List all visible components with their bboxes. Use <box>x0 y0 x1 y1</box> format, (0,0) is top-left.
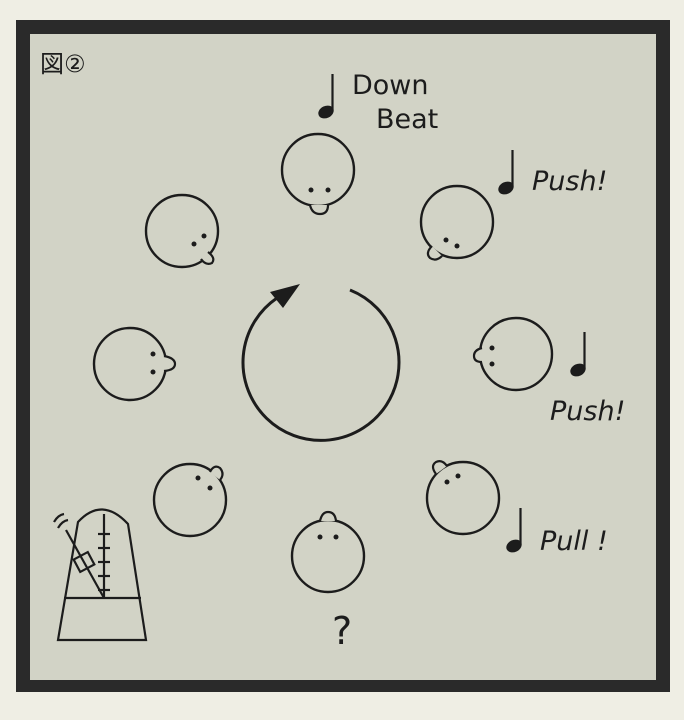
head-right <box>472 316 554 392</box>
head-upper-right <box>419 184 495 261</box>
head-bottom <box>290 510 366 594</box>
label-push-1: Push! <box>532 166 607 197</box>
head-left <box>92 326 177 402</box>
label-push-2: Push! <box>550 396 625 427</box>
label-question: ? <box>332 609 352 653</box>
head-upper-left <box>144 193 220 269</box>
rotation-arrow-icon <box>241 284 401 442</box>
label-pull: Pull ! <box>540 526 608 557</box>
head-lower-right <box>425 460 501 536</box>
figure-panel <box>30 34 656 680</box>
head-lower-left <box>152 462 228 538</box>
head-top <box>280 132 356 216</box>
metronome-icon <box>53 508 148 642</box>
label-down: Down <box>352 70 429 101</box>
figure-label: 図② <box>40 50 86 78</box>
label-beat: Beat <box>376 104 438 135</box>
